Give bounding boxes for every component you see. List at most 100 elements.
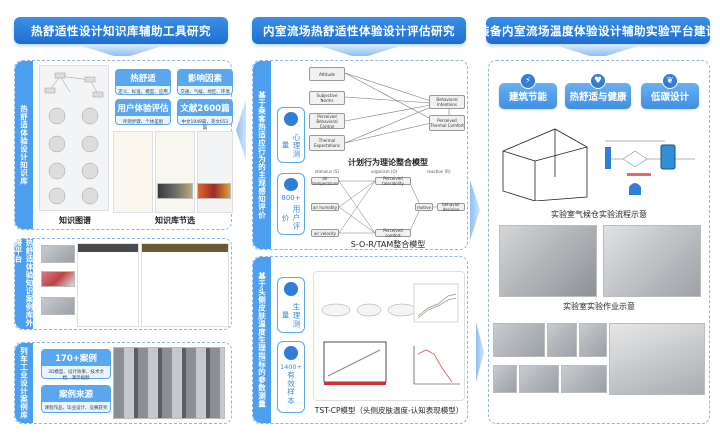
tag-subtitle: 定义、标准、模型、应用	[118, 90, 168, 95]
sor-header: stimulus (S)	[315, 169, 339, 174]
tpb-node: Perceived Behavioral Control	[309, 113, 345, 129]
column-header-knowledge-base: 热舒适性设计知识库辅助工具研究	[14, 17, 228, 44]
web-list-panel	[77, 243, 139, 327]
sor-node: motive	[415, 203, 433, 211]
facility-photo	[579, 323, 607, 357]
train-photo	[41, 271, 75, 287]
tag-subtitle: 中文1949篇，英文651篇	[181, 120, 229, 131]
seat-icon	[629, 183, 641, 195]
material-swatch-image	[197, 183, 231, 199]
card-building-energy: ⚡ 建筑节能	[499, 73, 557, 109]
stat-user-reviews: 800+ 用户评价	[277, 173, 305, 235]
sor-arrows	[338, 180, 439, 234]
knowledge-graph-image	[39, 65, 109, 211]
section-label: 基于乘客热适应行为的主观感知评价	[253, 61, 271, 249]
knowledge-base-panel: 热舒适体验设计知识库 热舒适 定义、标准、模型、应用 影响因素 交通、气候、地区…	[14, 60, 233, 230]
tag-user-experience: 用户体验评估 评测步骤、个体差别	[115, 99, 171, 125]
web-list-panel	[141, 243, 229, 327]
caption-knowledge-excerpt: 知识库节选	[155, 216, 195, 225]
card-label: 建筑节能	[508, 92, 547, 103]
tpb-node: Attitude	[309, 67, 345, 81]
tag-subtitle: 3D模型、设计效果、技术文档、演示视频	[48, 370, 104, 381]
facility-photo	[561, 365, 607, 393]
tag-subtitle: 交通、气候、地区、环境	[180, 90, 230, 95]
sor-node: air temperature	[311, 176, 339, 186]
web-header-bar	[142, 244, 228, 252]
stat-valid-samples: 1400+ 有效样本	[277, 341, 305, 413]
facility-photo-large	[609, 323, 705, 395]
card-low-carbon: ❦ 低碳设计	[641, 73, 699, 109]
train-design-panel: 列车工业设计案例库 170+案例 3D模型、设计效果、技术文档、演示视频 案例来…	[14, 342, 232, 424]
facility-photo	[493, 323, 545, 357]
tpb-node: Subjective Norms	[309, 91, 345, 105]
lab-photo-2	[603, 225, 701, 297]
sor-node: air humidity	[311, 203, 339, 211]
tpb-diagram: Attitude Subjective Norms Perceived Beha…	[309, 63, 465, 151]
users-icon	[284, 178, 298, 192]
tablet-icon	[660, 144, 676, 170]
stat-value: 800+	[281, 194, 301, 203]
section-label: 基于头侧皮肤温度生理指标的参数测量	[253, 257, 271, 423]
left-arrow-icon	[236, 100, 246, 160]
down-arrow-icon	[320, 46, 400, 56]
down-arrow-icon	[558, 46, 638, 56]
section-label: 列车工业设计案例库	[15, 343, 33, 423]
climate-chamber-diagram	[502, 128, 695, 201]
caption-lab-operation: 实验室实验作业示意	[563, 302, 635, 311]
tag-subtitle: 评测步骤、个体差别	[122, 120, 164, 125]
physiological-panel: 基于头侧皮肤温度生理指标的参数测量 生理测量 1400+ 有效样本 TST-CP…	[252, 256, 468, 424]
physiology-icon	[284, 282, 298, 296]
material-swatch-image	[157, 183, 193, 199]
facility-photo	[519, 365, 559, 393]
tag-title: 170+案例	[42, 350, 110, 366]
tag-case-count: 170+案例 3D模型、设计效果、技术文档、演示视频	[41, 349, 111, 381]
stat-psychological-measurement: 心理测量	[277, 107, 305, 163]
caption-tst-cp-model: TST-CP模型（头侧皮肤温度-认知表现模型）	[314, 406, 464, 415]
caption-knowledge-graph: 知识图谱	[59, 216, 91, 225]
tpb-node: Perceived Thermal Comfort	[429, 115, 465, 131]
document-excerpt-1	[113, 131, 153, 213]
leaf-icon: ❦	[662, 73, 678, 89]
sor-node: air velocity	[311, 229, 339, 237]
knowledge-graph-diagram	[44, 72, 104, 205]
sor-node: Perceived comfort	[375, 228, 411, 238]
tpb-node: Behavioral Intentions	[429, 95, 465, 109]
tag-subtitle: 课程作品、毕业设计、竞赛获奖	[44, 406, 108, 411]
tag-title: 热舒适	[116, 70, 170, 86]
tag-title: 用户体验评估	[116, 100, 170, 116]
users-icon	[284, 346, 298, 360]
train-photo	[41, 245, 75, 263]
sor-header: organism (O)	[371, 169, 398, 174]
card-thermal-health: ♥ 热舒适与健康	[565, 73, 631, 109]
tag-influence-factors: 影响因素 交通、气候、地区、环境	[177, 69, 233, 95]
caption-tpb-model: 计划行为理论整合模型	[348, 158, 428, 167]
case-collage-image	[113, 347, 225, 419]
tag-title: 案例来源	[42, 386, 110, 402]
caption-chamber-process: 实验室气候仓实验流程示意	[551, 210, 647, 219]
tst-cp-figure	[313, 271, 465, 401]
stat-label: 有效样本	[286, 371, 296, 405]
tag-thermal-comfort: 热舒适 定义、标准、模型、应用	[115, 69, 171, 95]
sor-diagram: stimulus (S) organism (O) reaction (R) a…	[309, 169, 465, 239]
tst-cp-charts	[321, 283, 460, 385]
platform-panel: ⚡ 建筑节能 ♥ 热舒适与健康 ❦ 低碳设计 实验室气候仓实验流程示意 实验室实…	[488, 60, 710, 424]
sor-header: reaction (R)	[427, 169, 451, 174]
stat-label: 心理测量	[281, 132, 301, 159]
sor-node: behavior decision	[437, 202, 465, 212]
tpb-arrows	[344, 72, 450, 144]
tag-title: 影响因素	[178, 70, 232, 86]
right-arrow-icon	[476, 322, 484, 382]
stat-value: 1400+	[280, 363, 302, 371]
stat-physiological-measurement: 生理测量	[277, 277, 305, 333]
energy-icon: ⚡	[520, 73, 536, 89]
subjective-evaluation-panel: 基于乘客热适应行为的主观感知评价 心理测量 800+ 用户评价 Attitude…	[252, 60, 468, 250]
train-photo	[41, 297, 75, 315]
stat-label: 用户评价	[281, 205, 301, 231]
facility-photo	[493, 365, 517, 393]
facility-photo	[547, 323, 577, 357]
stat-label: 生理测量	[281, 302, 301, 329]
column-header-evaluation: 内室流场热舒适性体验设计评估研究	[252, 17, 466, 44]
tag-case-source: 案例来源 课程作品、毕业设计、竞赛获奖	[41, 385, 111, 413]
right-arrow-icon	[470, 180, 480, 240]
tpb-node: Thermal Expectations	[309, 135, 345, 151]
